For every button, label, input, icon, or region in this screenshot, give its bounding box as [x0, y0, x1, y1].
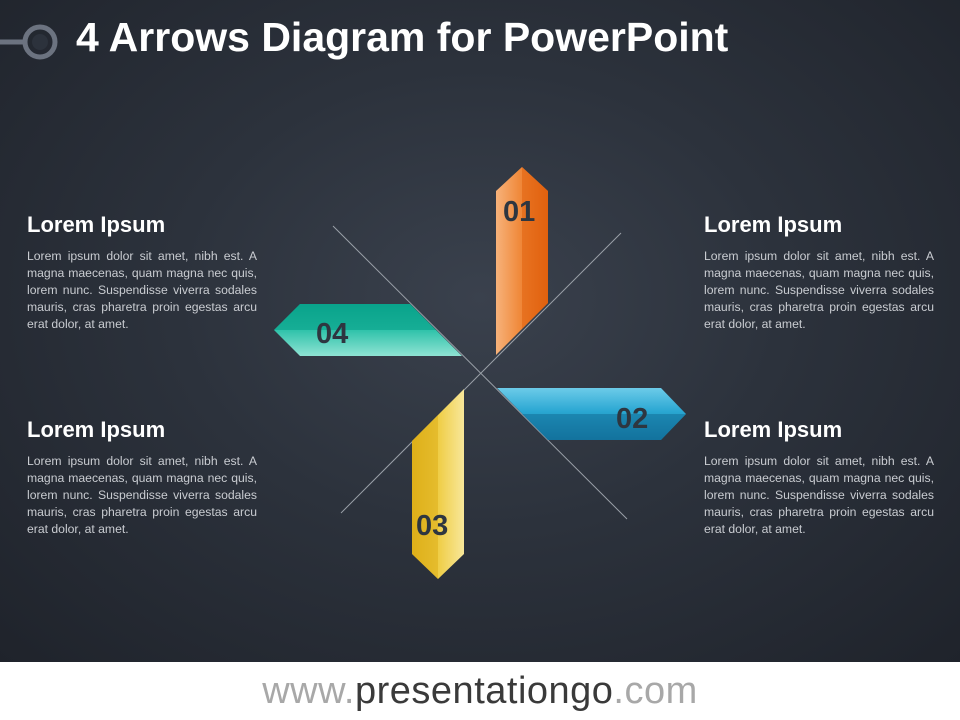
diagonal-line-a [332, 225, 628, 520]
arrow-02: 02 [497, 388, 686, 440]
arrow-01: 01 [496, 167, 548, 355]
logo-ring-icon [0, 24, 58, 60]
slide: 4 Arrows Diagram for PowerPoint 01 [0, 0, 960, 662]
text-block-top-left: Lorem Ipsum Lorem ipsum dolor sit amet, … [27, 212, 257, 333]
block-heading: Lorem Ipsum [704, 212, 843, 237]
arrow-label-01: 01 [503, 196, 535, 228]
text-block-bottom-left: Lorem Ipsum Lorem ipsum dolor sit amet, … [27, 417, 257, 538]
diagonal-line-b [340, 232, 622, 514]
block-heading: Lorem Ipsum [27, 417, 166, 442]
block-body: Lorem ipsum dolor sit amet, nibh est. A … [704, 249, 934, 331]
arrows-diagram: 01 02 03 04 [274, 167, 686, 579]
text-block-top-right: Lorem Ipsum Lorem ipsum dolor sit amet, … [704, 212, 934, 333]
block-body: Lorem ipsum dolor sit amet, nibh est. A … [27, 454, 257, 536]
footer-brand: presentationgo [355, 670, 614, 712]
block-body: Lorem ipsum dolor sit amet, nibh est. A … [27, 249, 257, 331]
footer-suffix: .com [613, 670, 698, 712]
footer-prefix: www. [262, 670, 355, 712]
block-heading: Lorem Ipsum [704, 417, 843, 442]
arrow-04: 04 [274, 304, 462, 356]
footer-url[interactable]: www.presentationgo.com [0, 662, 960, 720]
arrow-label-03: 03 [416, 510, 448, 542]
block-heading: Lorem Ipsum [27, 212, 166, 237]
arrow-label-02: 02 [616, 403, 648, 435]
text-block-bottom-right: Lorem Ipsum Lorem ipsum dolor sit amet, … [704, 417, 934, 538]
slide-title: 4 Arrows Diagram for PowerPoint [76, 14, 729, 60]
arrow-03: 03 [412, 389, 464, 579]
block-body: Lorem ipsum dolor sit amet, nibh est. A … [704, 454, 934, 536]
arrow-label-04: 04 [316, 318, 348, 350]
